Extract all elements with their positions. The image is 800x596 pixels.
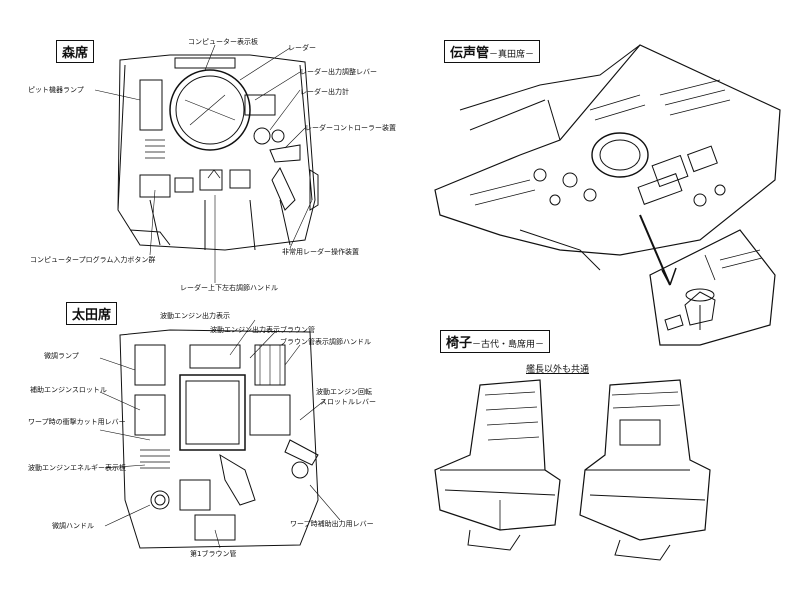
label-sub-plan: 第1ブラウン管 bbox=[190, 550, 237, 558]
mori-title-text: 森席 bbox=[62, 46, 89, 61]
section-title-ota: 太田席 bbox=[66, 302, 118, 325]
label-computer-monitor: コンピューター表示板 bbox=[188, 38, 258, 46]
dengan-console-drawing bbox=[434, 44, 781, 286]
section-title-isu: 椅子－古代・島席用－ bbox=[440, 330, 551, 353]
chair-right-drawing bbox=[579, 379, 711, 561]
chair-left-drawing bbox=[434, 379, 561, 551]
label-wave-engine-plan: 波動エンジン出力表示ブラウン管 bbox=[210, 326, 315, 334]
mori-console-drawing bbox=[117, 54, 319, 251]
label-emergency-radar: 非常用レーダー操作装置 bbox=[282, 248, 359, 256]
dengan-subtitle-text: －真田席－ bbox=[489, 50, 535, 60]
label-warp-cut-lever: ワープ時の衝撃カット用レバー bbox=[28, 418, 126, 426]
label-plan-meter: ブラウン管表示調節ハンドル bbox=[280, 338, 371, 346]
label-radar-output-meter: レーダー出力計 bbox=[300, 88, 349, 96]
ota-leader-lines bbox=[99, 319, 341, 549]
section-title-dengan: 伝声管－真田席－ bbox=[444, 40, 541, 63]
label-radar-controller: レーダーコントローラー装置 bbox=[305, 124, 396, 132]
dengan-title-text: 伝声管 bbox=[450, 46, 490, 61]
label-wave-engine-output: 波動エンジン出力表示 bbox=[160, 312, 230, 320]
label-warp-output-lever: ワープ時補助出力用レバー bbox=[290, 520, 374, 528]
ota-console-drawing bbox=[119, 329, 319, 549]
label-pilot-lamp: ピット機器ランプ bbox=[28, 86, 84, 94]
isu-subtitle-text: －古代・島席用－ bbox=[472, 340, 545, 350]
label-wave-energy: 波動エンジンエネルギー表示板 bbox=[28, 464, 126, 472]
label-radar-updown-handle: レーダー上下左右調節ハンドル bbox=[180, 284, 278, 292]
label-micro-lamp: 微調ランプ bbox=[44, 352, 79, 360]
label-computer-program-button: コンピュータープログラム入力ボタン群 bbox=[30, 256, 156, 264]
mori-leader-lines bbox=[94, 44, 313, 283]
label-seat-note: 艦長以外も共通 bbox=[526, 365, 590, 375]
label-throttle-lever: スロットルレバー bbox=[320, 398, 376, 406]
label-micro-handle: 微調ハンドル bbox=[52, 522, 94, 530]
dengan-detail-inset bbox=[649, 229, 776, 346]
label-radar: レーダー bbox=[288, 44, 316, 52]
isu-title-text: 椅子 bbox=[446, 336, 473, 351]
label-radar-power-lever: レーダー出力調整レバー bbox=[300, 68, 377, 76]
section-title-mori: 森席 bbox=[56, 40, 95, 63]
label-wave-throttle: 補助エンジンスロットル bbox=[30, 386, 107, 394]
ota-title-text: 太田席 bbox=[72, 308, 112, 323]
label-wave-rotation: 波動エンジン回転 bbox=[316, 388, 372, 396]
